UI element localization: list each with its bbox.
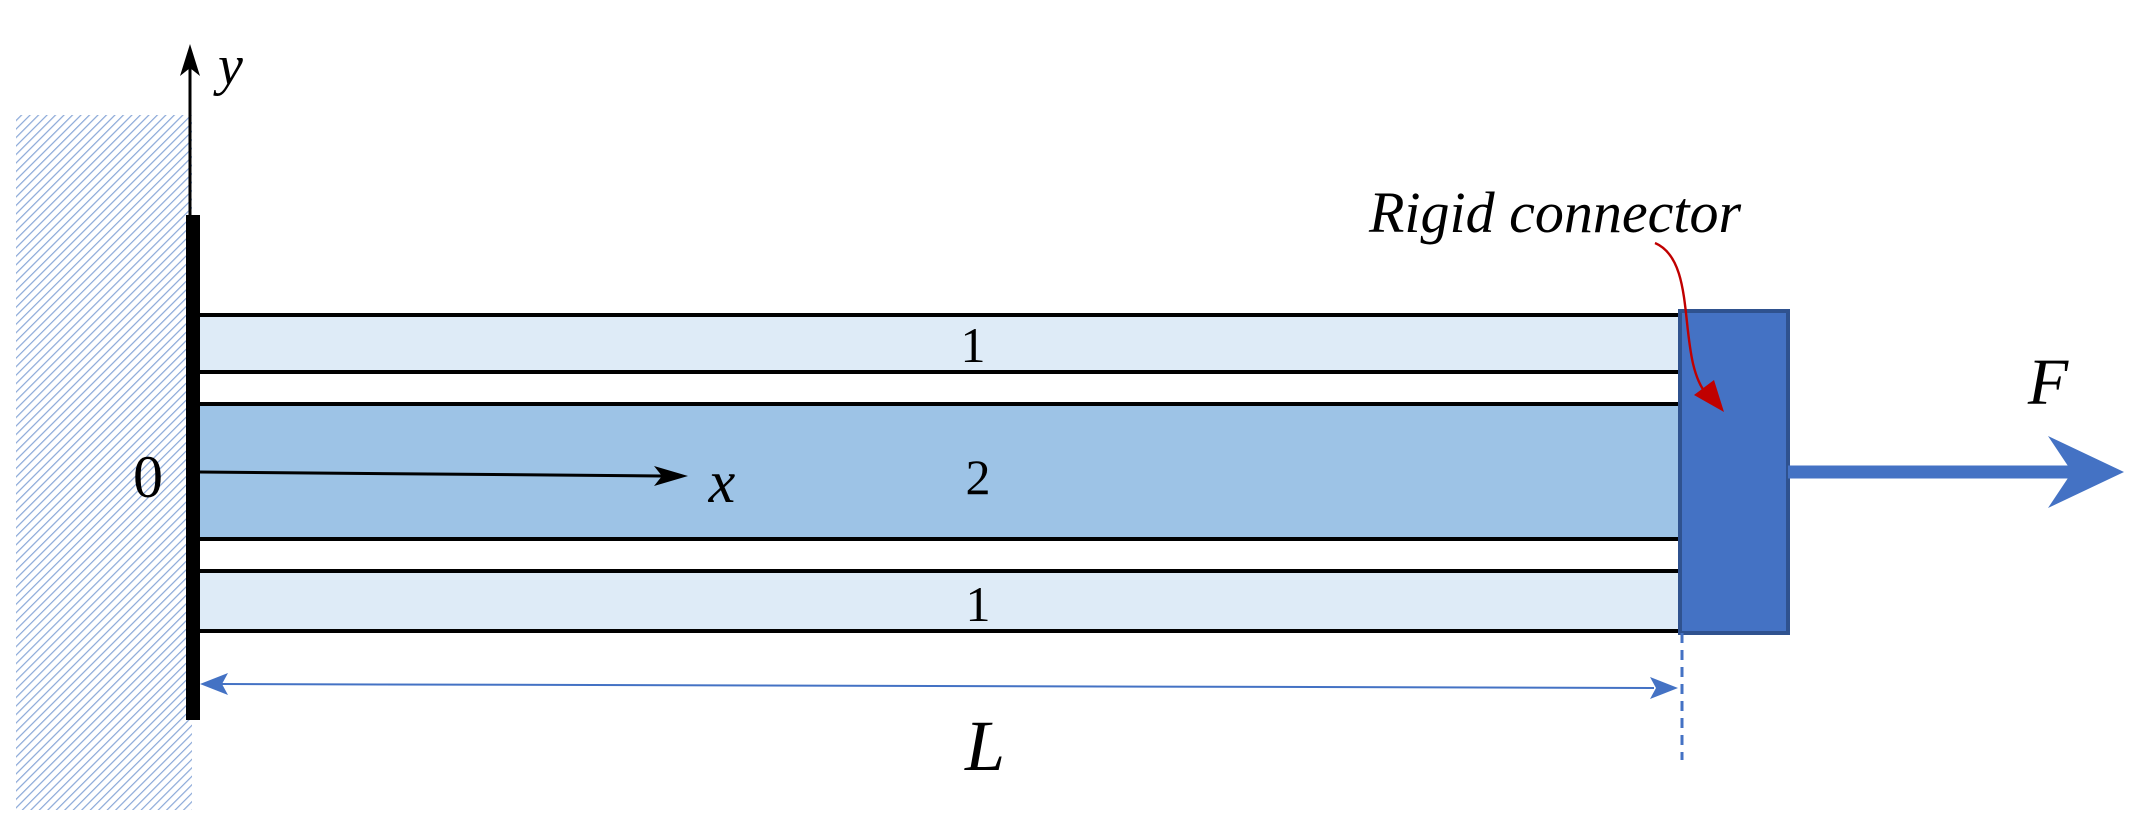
x-axis-arrowhead [654,466,688,486]
layer-top [194,313,1682,374]
layer-top-label: 1 [961,317,986,373]
length-label: L [964,706,1005,786]
layer-bottom [194,569,1682,633]
x-axis [199,470,663,478]
force-label: F [2027,346,2069,419]
fixed-wall [16,115,192,810]
connector-callout-line [1654,241,1709,397]
gap-top [194,370,1682,406]
dimension-arrowhead-left [200,673,228,695]
dimension-arrowhead-right [1650,677,1678,699]
wall-plate [186,215,200,720]
layer-bottom-label: 1 [966,576,991,632]
layer-middle [194,402,1682,541]
connector-label: Rigid connector [1368,180,1742,245]
layer-middle-label: 2 [966,449,991,505]
y-axis-arrowhead [180,44,200,76]
rigid-connector [1678,309,1790,635]
origin-label: 0 [133,444,163,510]
x-axis-label: x [708,449,736,515]
y-axis-label: y [213,35,243,97]
connector-callout-arrowhead [1694,380,1724,412]
force-arrowhead [2048,436,2124,508]
dimension-line [221,683,1655,689]
gap-bottom [194,537,1682,573]
